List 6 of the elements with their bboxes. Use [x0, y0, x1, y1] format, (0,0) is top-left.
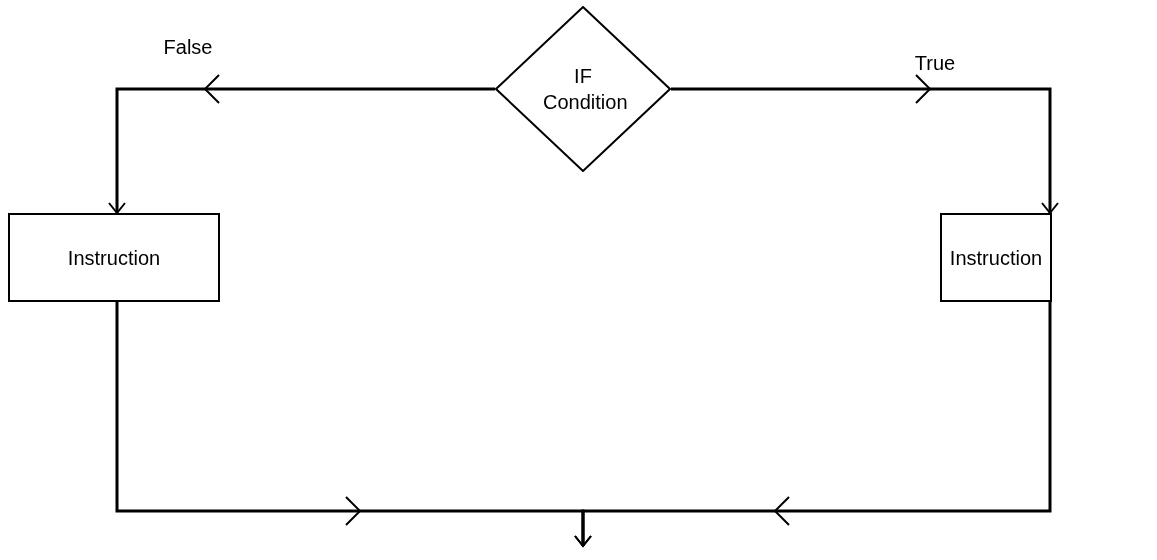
process-text: Instruction	[67, 247, 161, 268]
process-box	[940, 213, 1052, 302]
process-text: Instruction	[949, 247, 1043, 268]
edge-label: True	[914, 53, 956, 73]
edge-label: False	[163, 37, 213, 57]
process-box	[8, 213, 220, 302]
